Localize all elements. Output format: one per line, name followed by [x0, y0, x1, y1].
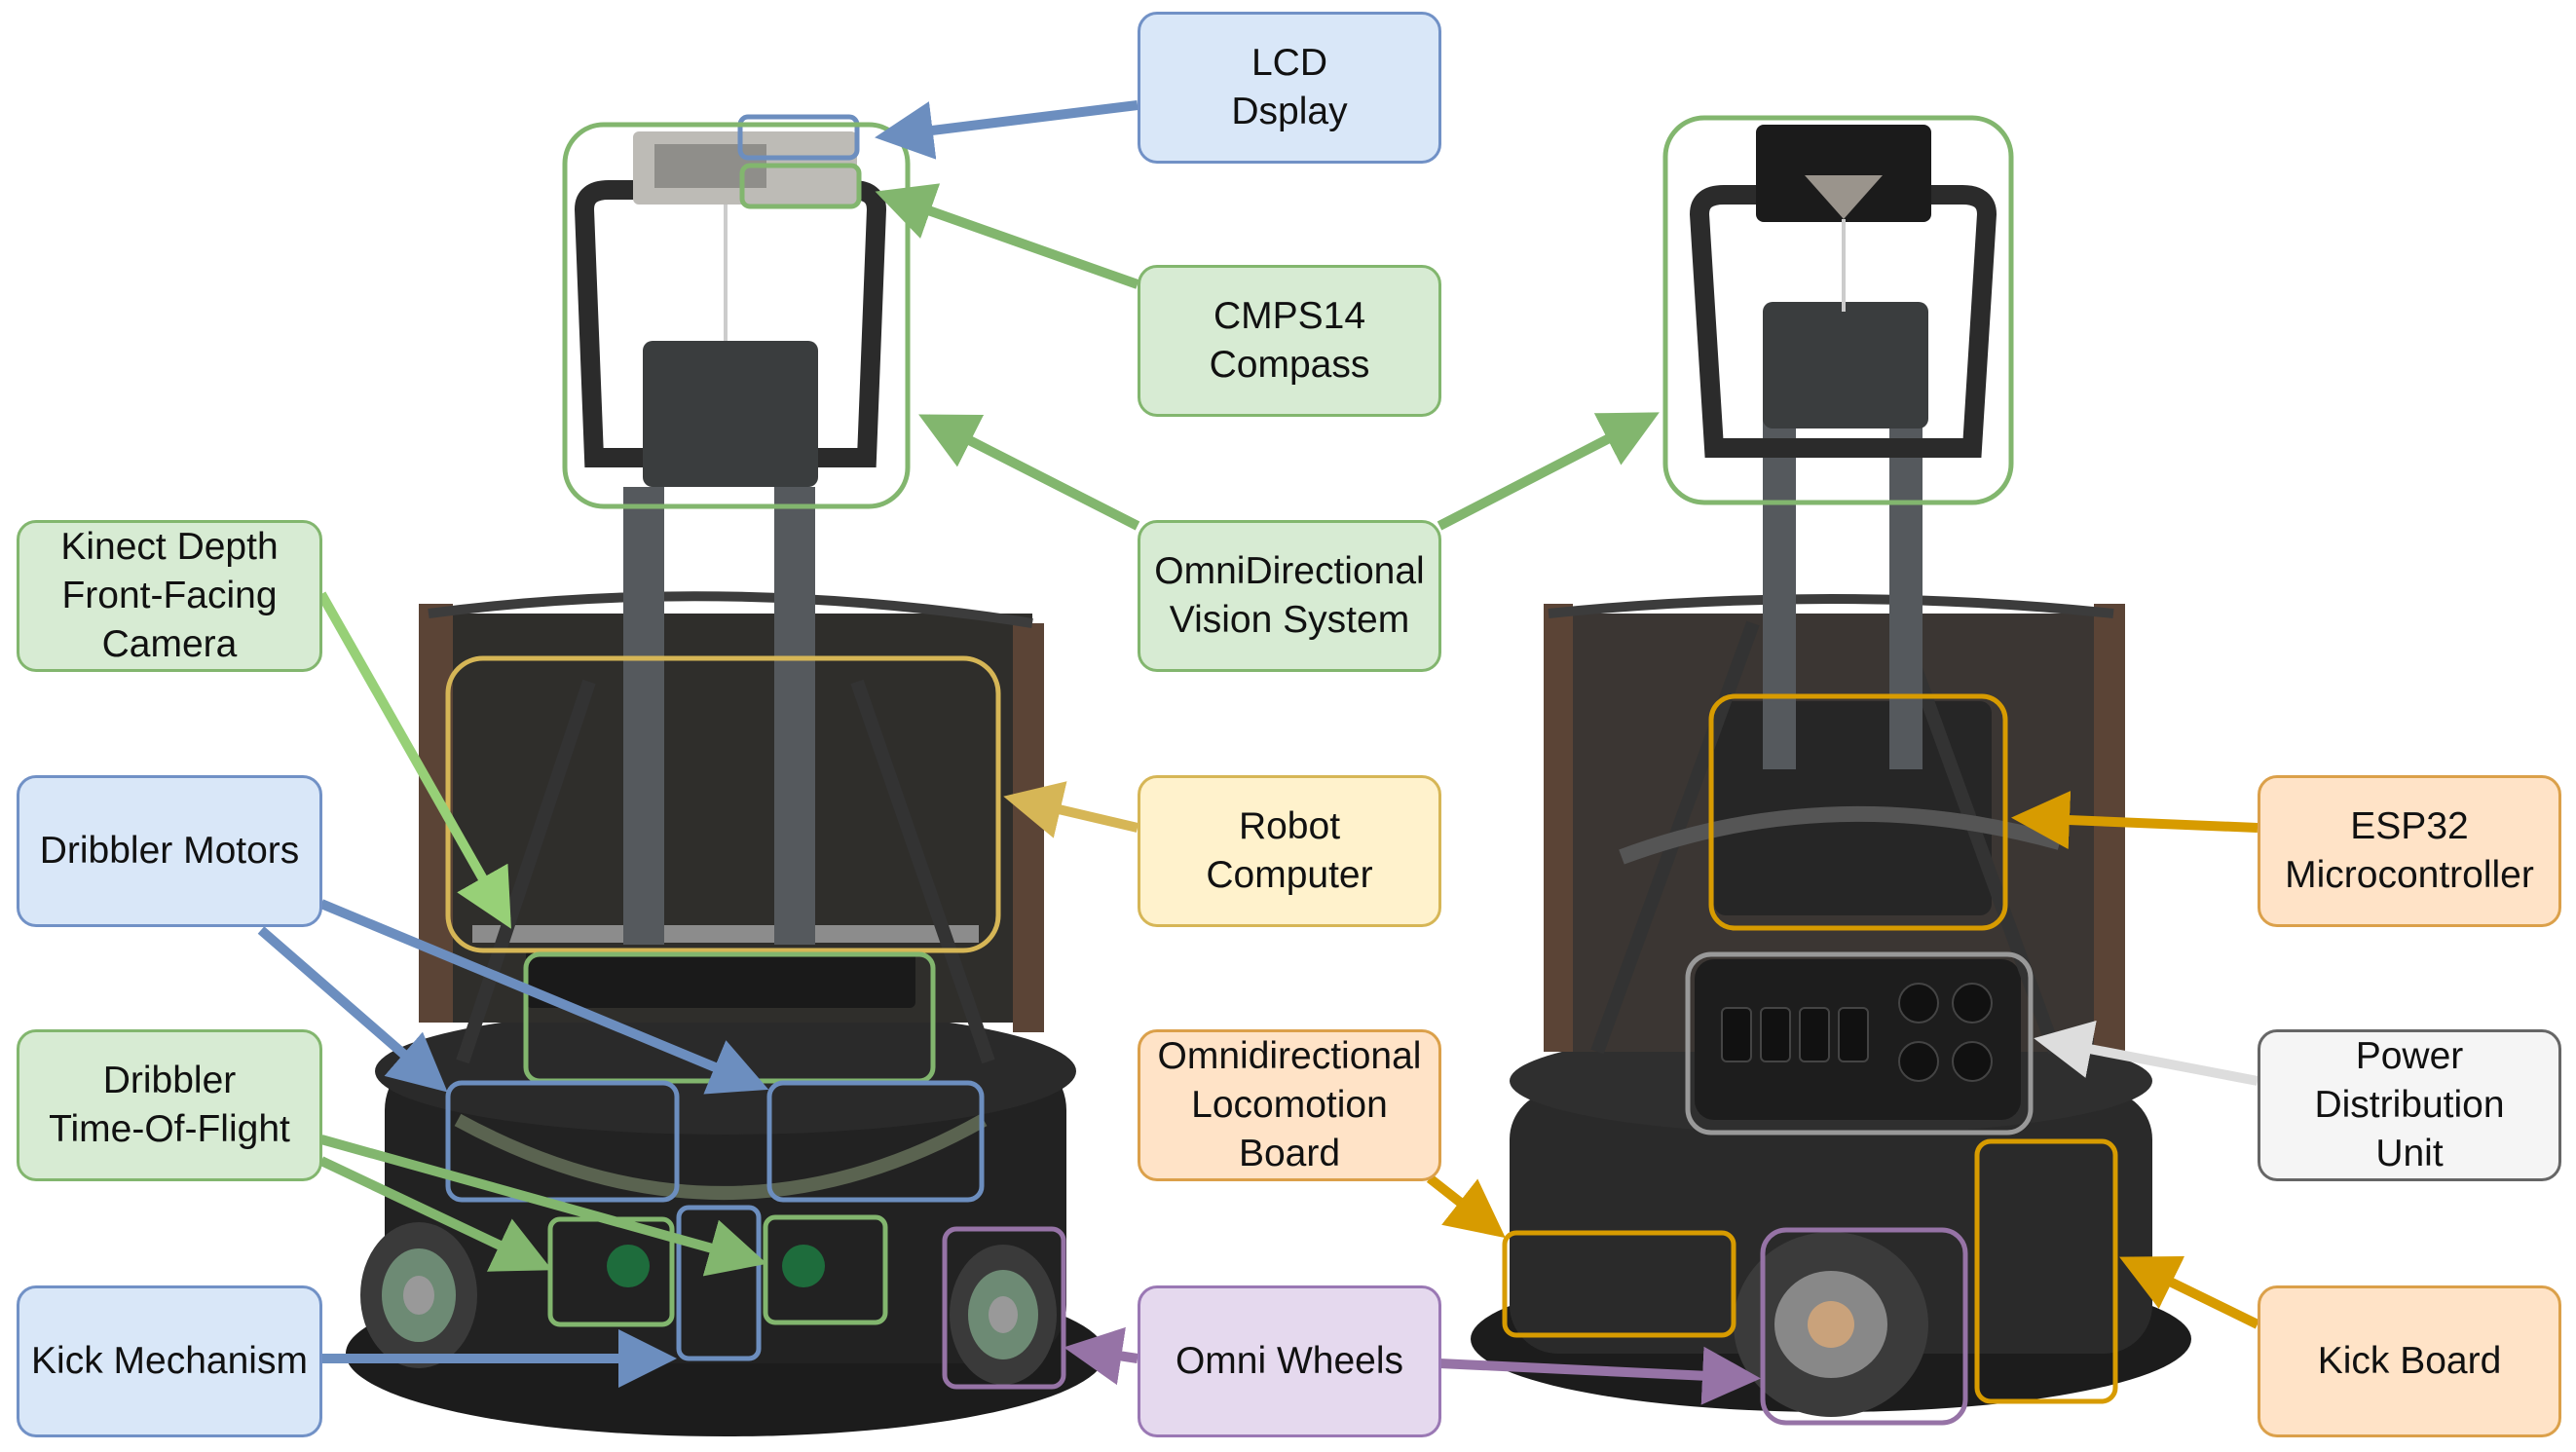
lcd-display-label: LCD Dsplay	[1138, 12, 1441, 164]
right-omni-wheel	[950, 1245, 1057, 1385]
lcd-highlight	[737, 114, 860, 161]
locomotion-board-label: Omnidirectional Locomotion Board	[1138, 1029, 1441, 1181]
mount-strap	[472, 925, 979, 943]
tof-sensor-left	[607, 1245, 650, 1287]
dribbler-motor-left-highlight	[445, 1080, 680, 1203]
vision-system-label: OmniDirectional Vision System	[1138, 520, 1441, 672]
robot-back-side-right	[2094, 604, 2125, 1052]
rail-left	[456, 679, 596, 1064]
rail-right	[850, 679, 995, 1064]
kick-mechanism-highlight	[676, 1205, 762, 1361]
omni-wheels-label: Omni Wheels	[1138, 1285, 1441, 1437]
tof-arrow-right	[319, 1135, 767, 1277]
robot-front-photo	[346, 131, 1105, 1436]
vision-highlight-back	[1662, 115, 2014, 505]
back-omni-wheel	[1734, 1232, 1928, 1417]
mirror-housing	[1756, 125, 1931, 222]
omni-wheel-back-highlight	[1760, 1227, 1968, 1426]
dribbler-motor-arrow-left	[257, 926, 448, 1093]
power-distribution-label: Power Distribution Unit	[2258, 1029, 2561, 1181]
mirror-cone	[1805, 175, 1883, 219]
kinect-arrow	[317, 591, 511, 929]
dribbler-motors-label: Dribbler Motors	[17, 775, 322, 927]
omni-wheel-arrow-front	[1064, 1326, 1139, 1386]
pdu-highlight	[1685, 951, 2034, 1136]
kick-board-arrow	[2119, 1256, 2260, 1329]
kick-mechanism-label: Kick Mechanism	[17, 1285, 322, 1437]
robot-back-rim	[1548, 594, 2114, 618]
robot-computer-arrow	[1003, 781, 1139, 838]
kinect-camera-label: Kinect Depth Front-Facing Camera	[17, 520, 322, 672]
left-omni-wheel	[360, 1222, 477, 1368]
compass-label: CMPS14 Compass	[1138, 265, 1441, 417]
robot-computer-label: Robot Computer	[1138, 775, 1441, 927]
dribbler-motor-right-highlight	[766, 1080, 985, 1203]
tof-sensor-right	[782, 1245, 825, 1287]
omni-wheel-front-highlight	[942, 1226, 1066, 1390]
dribbler-ring	[454, 1113, 988, 1200]
robot-computer-highlight	[445, 655, 1001, 953]
robot-back-photo	[1471, 125, 2191, 1417]
tof-arrow-left	[318, 1156, 553, 1272]
esp32-highlight	[1708, 693, 2008, 931]
dribbler-motor-arrow-right	[319, 899, 769, 1095]
back-camera-cage	[1689, 185, 1997, 458]
vision-arrow-back	[1437, 412, 1660, 531]
esp32-label: ESP32 Microcontroller	[2258, 775, 2561, 927]
omni-wheel-arrow-back	[1438, 1346, 1761, 1405]
vision-highlight-front	[562, 122, 911, 509]
kick-board-highlight	[1974, 1138, 2118, 1404]
back-mast-pole-left	[1763, 399, 1796, 769]
esp32-arrow	[2011, 791, 2259, 850]
locomotion-board-highlight	[1502, 1230, 1736, 1338]
dribbler-tof-label: Dribbler Time-Of-Flight	[17, 1029, 322, 1181]
camera-mount	[643, 341, 818, 487]
mast-pole-left	[623, 487, 664, 945]
robot-front-side-right	[1013, 623, 1044, 1032]
mast-pole-right	[774, 487, 815, 945]
vision-arrow-front	[918, 414, 1140, 531]
robot-front-rim	[428, 591, 1033, 628]
lcd-arrow	[875, 100, 1139, 160]
kick-board-label: Kick Board	[2258, 1285, 2561, 1437]
kinect-bar	[526, 949, 915, 1008]
back-strap	[1619, 805, 2063, 865]
compass-arrow	[875, 183, 1139, 289]
pdu-switches	[1721, 983, 1993, 1082]
robot-back-side-left	[1544, 604, 1573, 1052]
robot-back-lower-body	[1510, 1091, 2152, 1354]
locomotion-board-arrow	[1426, 1174, 1506, 1239]
pdu-arrow	[2034, 1020, 2259, 1086]
callout-arrows	[257, 100, 2260, 1405]
back-mast-pole-right	[1889, 399, 1923, 769]
compass-highlight	[739, 163, 862, 209]
highlight-boxes	[445, 114, 2118, 1426]
back-camera-mount	[1763, 302, 1928, 428]
